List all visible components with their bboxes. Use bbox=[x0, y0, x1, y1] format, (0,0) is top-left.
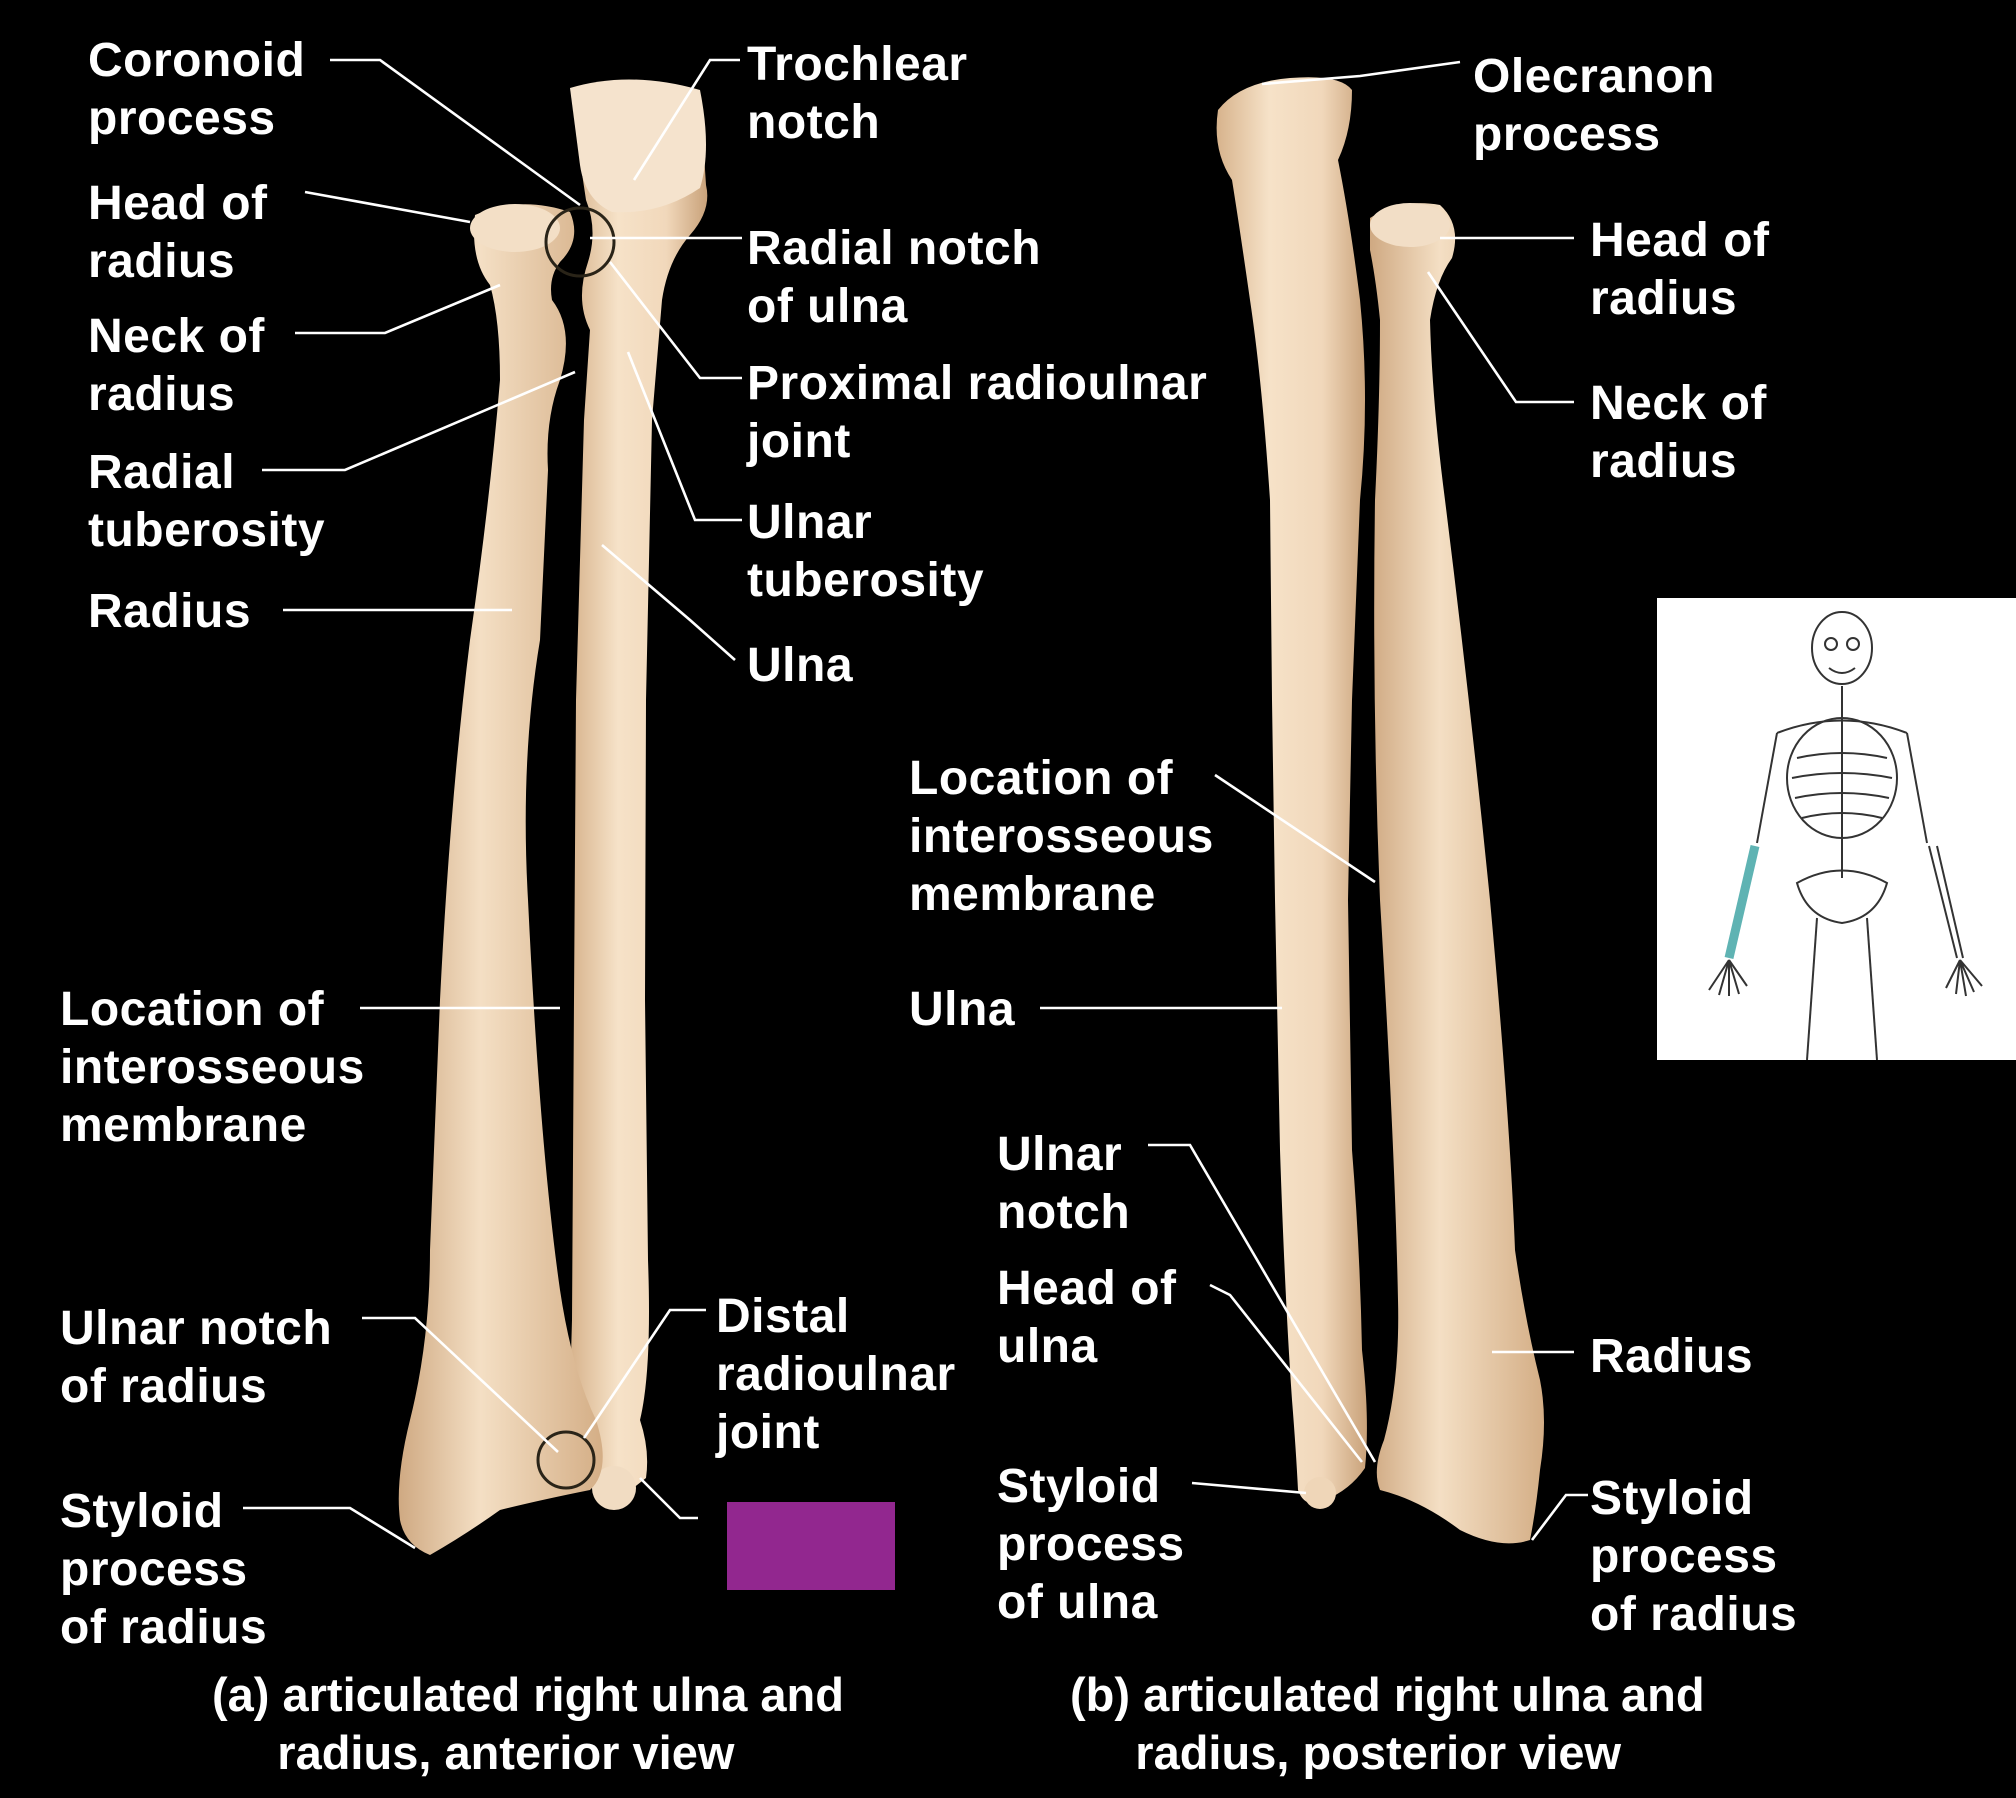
label-trochlear-notch: Trochlear notch bbox=[747, 38, 968, 149]
label-coronoid-process: Coronoid process bbox=[88, 34, 306, 145]
caption-view-a: (a) articulated right ulna and radius, a… bbox=[212, 1668, 844, 1779]
label-styloid-radius-b: Styloid process of radius bbox=[1590, 1472, 1798, 1641]
label-head-of-radius-a: Head of radius bbox=[88, 177, 268, 288]
label-interosseous-a: Location of interosseous membrane bbox=[60, 983, 365, 1152]
label-radial-notch-of-ulna: Radial notch of ulna bbox=[747, 222, 1042, 333]
leader-trochlear bbox=[632, 58, 740, 181]
label-radial-tuberosity: Radial tuberosity bbox=[88, 446, 326, 557]
label-neck-of-radius-a: Neck of radius bbox=[88, 310, 265, 421]
leader-distal-joint bbox=[582, 1308, 706, 1439]
label-interosseous-b: Location of interosseous membrane bbox=[909, 752, 1214, 921]
label-ulnar-tuberosity: Ulnar tuberosity bbox=[747, 496, 985, 607]
skeleton-locator-icon bbox=[1708, 611, 1983, 1060]
ulna-b-styloid bbox=[1304, 1477, 1336, 1509]
label-radius-b: Radius bbox=[1590, 1330, 1754, 1383]
ulna-a-shaft bbox=[570, 84, 708, 1500]
radius-a-shaft bbox=[398, 204, 603, 1555]
distal-joint-circle bbox=[536, 1430, 596, 1490]
leader-ulna-a bbox=[601, 544, 736, 661]
leader-proximal-joint bbox=[608, 261, 742, 380]
label-ulnar-notch-of-radius: Ulnar notch of radius bbox=[60, 1302, 333, 1413]
trochlear-notch-a bbox=[570, 79, 706, 213]
label-distal-radioulnar-joint: Distal radioulnar joint bbox=[716, 1290, 956, 1459]
leader-ulnar-notch bbox=[1148, 1143, 1377, 1463]
leader-styloid-ulna bbox=[1191, 1481, 1307, 1495]
skeleton-locator-inset bbox=[1657, 598, 2016, 1060]
leader-styloid-radius-a bbox=[243, 1506, 416, 1550]
proximal-joint-circle bbox=[544, 206, 616, 278]
label-head-of-radius-b: Head of radius bbox=[1590, 214, 1770, 325]
caption-view-b: (b) articulated right ulna and radius, p… bbox=[1070, 1668, 1705, 1779]
leader-hidden-box bbox=[639, 1477, 698, 1520]
leader-coronoid bbox=[330, 58, 581, 207]
leader-radial-tuberosity bbox=[262, 370, 576, 472]
label-ulna-b: Ulna bbox=[909, 983, 1016, 1036]
leader-olecranon bbox=[1261, 60, 1461, 86]
leader-ulnar-notch-radius bbox=[362, 1316, 559, 1453]
leader-styloid-radius-b bbox=[1530, 1493, 1588, 1541]
leader-ulnar-tuberosity bbox=[626, 351, 742, 522]
ulna-b-shaft bbox=[1216, 77, 1367, 1504]
leader-head-radius-a bbox=[304, 190, 471, 224]
label-head-of-ulna: Head of ulna bbox=[997, 1262, 1177, 1373]
ulna-a-styloid bbox=[592, 1466, 636, 1510]
leader-interosseous-b bbox=[1214, 773, 1376, 884]
label-ulnar-notch: Ulnar notch bbox=[997, 1128, 1131, 1239]
label-radius-a: Radius bbox=[88, 585, 252, 638]
radius-b-head bbox=[1370, 203, 1450, 247]
hidden-label-box[interactable] bbox=[727, 1502, 895, 1590]
label-proximal-radioulnar-joint: Proximal radioulnar joint bbox=[747, 357, 1208, 468]
label-olecranon-process: Olecranon process bbox=[1473, 50, 1715, 161]
label-neck-of-radius-b: Neck of radius bbox=[1590, 377, 1767, 488]
radius-a-head bbox=[470, 204, 560, 252]
label-styloid-radius-a: Styloid process of radius bbox=[60, 1485, 268, 1654]
leader-neck-radius-a bbox=[295, 283, 501, 335]
radius-b-shaft bbox=[1370, 203, 1544, 1544]
label-ulna-a: Ulna bbox=[747, 639, 854, 692]
label-styloid-ulna: Styloid process of ulna bbox=[997, 1460, 1185, 1629]
leader-neck-radius-b bbox=[1426, 271, 1574, 404]
leader-head-ulna bbox=[1209, 1283, 1364, 1463]
